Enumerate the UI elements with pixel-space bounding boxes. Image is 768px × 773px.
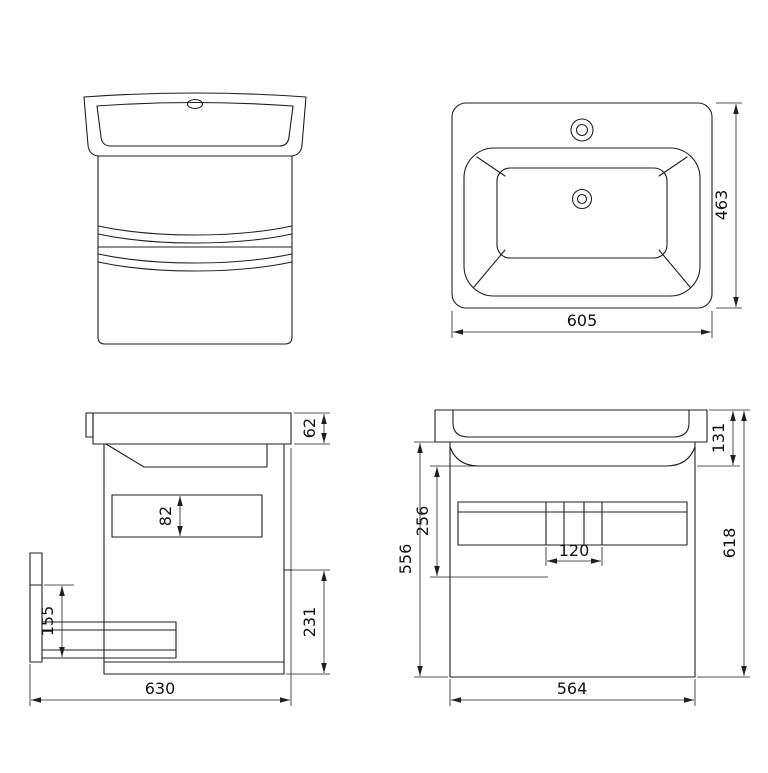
inner-drawer-box [111,494,263,538]
side-section-view: 62 82 155 231 630 [29,412,330,706]
upper-drawer-groove [97,225,293,236]
side-basin-height-label: 62 [300,418,319,438]
drain-hole [571,188,593,210]
upper-drawer-groove-lower [97,233,293,244]
side-bracket-label: 155 [38,606,57,637]
basin-side-slab [92,412,292,445]
plan-depth-label: 463 [712,190,731,221]
lower-drawer-groove-lower [97,261,293,272]
drain-hole-inner [576,193,588,205]
trap-bracket-left [545,501,565,546]
bowl-underside [105,443,268,468]
cabinet-elevation-outline [449,441,696,678]
faucet-hole-top-inner [575,123,589,137]
front-section-view: 120 131 256 556 618 564 [396,409,750,706]
faucet-hole-front [186,98,204,110]
basin-front-outline [83,92,307,157]
top-view: 463 605 [451,102,742,338]
elevation-trap-width-label: 120 [559,541,590,560]
side-lower-front-label: 231 [300,607,319,638]
bowl-section-line [452,409,690,438]
cabinet-front-outline [97,155,293,345]
elevation-cabinet-width-label: 564 [557,679,588,698]
trap-bracket-right [583,501,603,546]
basin-side-lip [85,412,94,438]
elevation-mid-section-label: 256 [413,506,432,537]
bowl-corner-line-bl [473,249,506,288]
basin-front-inner-rim [96,101,294,147]
basin-top-outline [451,102,713,309]
side-clearance-label: 82 [156,506,175,526]
plan-width-label: 605 [567,311,598,330]
bowl-corner-line-tl [476,156,506,177]
bowl-corner-line-br [658,249,691,288]
faucet-hole-top [570,118,594,142]
elevation-cabinet-height-label: 556 [396,544,415,575]
mounting-rail-band [457,501,688,546]
wall-bracket-plate [29,552,43,663]
top-drawer-groove [449,446,696,467]
elevation-top-section-label: 131 [709,423,728,454]
bowl-bottom [496,167,668,259]
bowl-outer-edge [463,147,701,297]
front-view [83,92,307,345]
side-total-depth-label: 630 [145,679,176,698]
bowl-corner-line-tr [658,156,688,177]
lower-drawer-groove [97,253,293,264]
cabinet-side-outline [103,443,285,675]
elevation-total-height-label: 618 [720,528,739,559]
